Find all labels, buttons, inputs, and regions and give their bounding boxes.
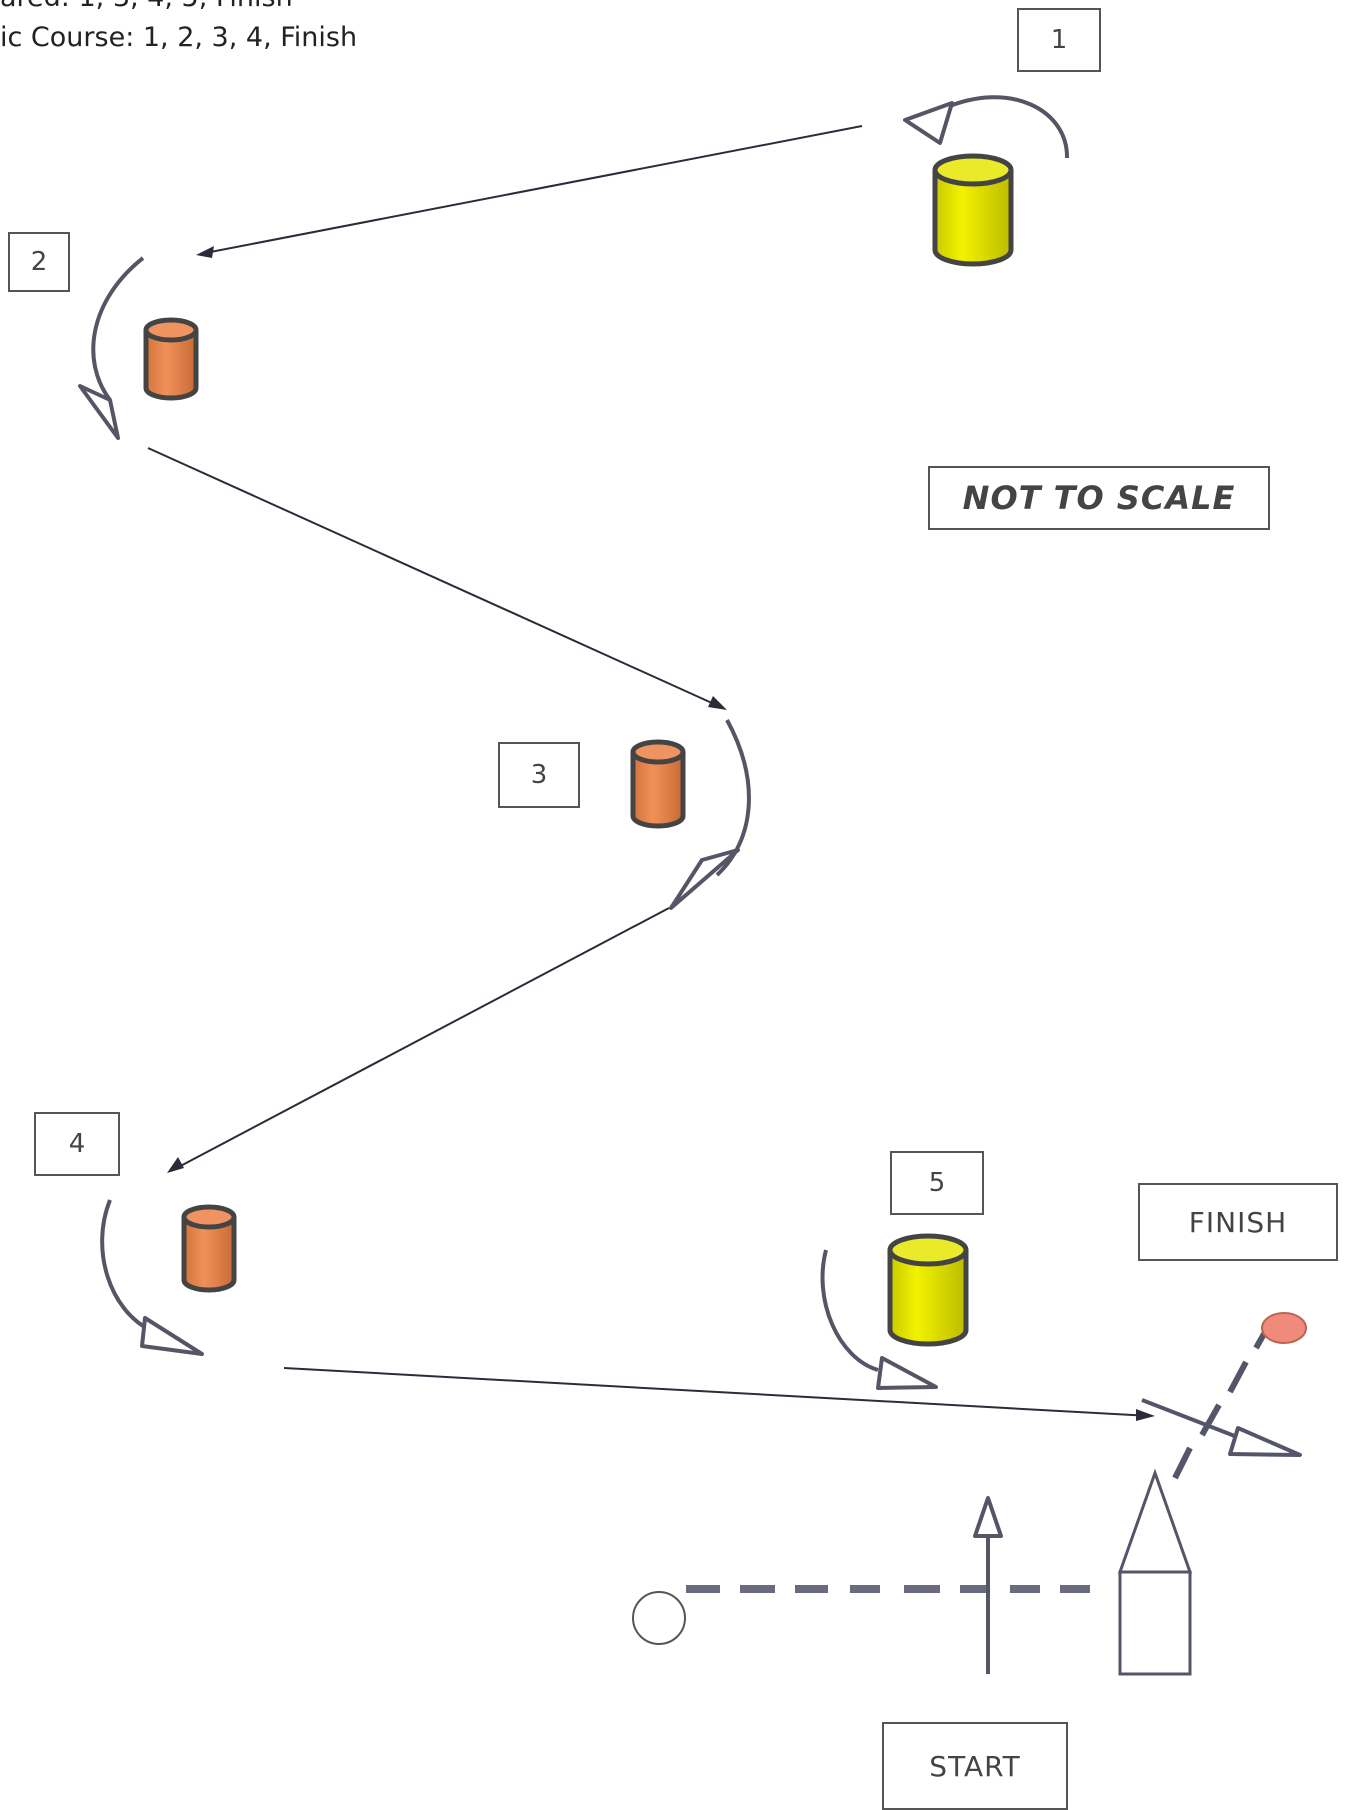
start-circle: [632, 1591, 686, 1645]
barrel-4-orange: [181, 1204, 237, 1293]
barrel-5-yellow: [887, 1233, 969, 1347]
barrel-2-orange: [143, 317, 199, 401]
path-line-3-to-4: [170, 907, 670, 1172]
course-description-line-2: ic Course: 1, 2, 3, 4, Finish: [0, 22, 358, 53]
exit-arrowhead: [1228, 1426, 1302, 1457]
turn-arrowhead-3: [669, 848, 740, 910]
turn-arrowhead-1: [903, 101, 954, 145]
turn-arrow-4: [100, 1199, 151, 1332]
path-line-1-to-2: [199, 125, 863, 255]
turn-arrow-2: [91, 256, 145, 402]
marker-box-2: 2: [8, 232, 70, 292]
start-label: START: [882, 1722, 1068, 1810]
start-gate: [1117, 1468, 1193, 1676]
arrowhead-to-2: [196, 246, 214, 258]
turn-arrowhead-4: [140, 1316, 204, 1356]
finish-dash: [1227, 1360, 1249, 1394]
turn-arrow-3: [715, 719, 751, 877]
path-line-4-to-finish: [283, 1367, 1151, 1417]
arrowhead-to-3: [708, 696, 727, 710]
finish-dash: [1172, 1446, 1193, 1480]
turn-arrow-1: [944, 95, 1070, 159]
barrel-3-orange: [630, 739, 686, 829]
finish-label: FINISH: [1138, 1183, 1338, 1261]
turn-arrowhead-5: [876, 1356, 938, 1390]
exit-line: [1141, 1398, 1246, 1442]
marker-box-3: 3: [498, 742, 580, 808]
turn-arrow-5: [820, 1249, 879, 1372]
arrowhead-to-4: [167, 1157, 184, 1173]
path-line-2-to-3: [147, 447, 724, 709]
marker-box-5: 5: [890, 1151, 984, 1215]
finish-marker: [1261, 1312, 1307, 1344]
start-direction-arrowhead: [973, 1496, 1003, 1538]
course-description-line-1: ared: 1, 3, 4, 5, Finish: [0, 0, 293, 13]
arrowhead-to-finish: [1136, 1409, 1155, 1421]
marker-box-4: 4: [34, 1112, 120, 1176]
finish-dash: [1199, 1403, 1222, 1437]
turn-arrowhead-2: [78, 384, 120, 440]
barrel-1-yellow: [932, 153, 1014, 267]
marker-box-1: 1: [1017, 8, 1101, 72]
not-to-scale-note: NOT TO SCALE: [928, 466, 1270, 530]
